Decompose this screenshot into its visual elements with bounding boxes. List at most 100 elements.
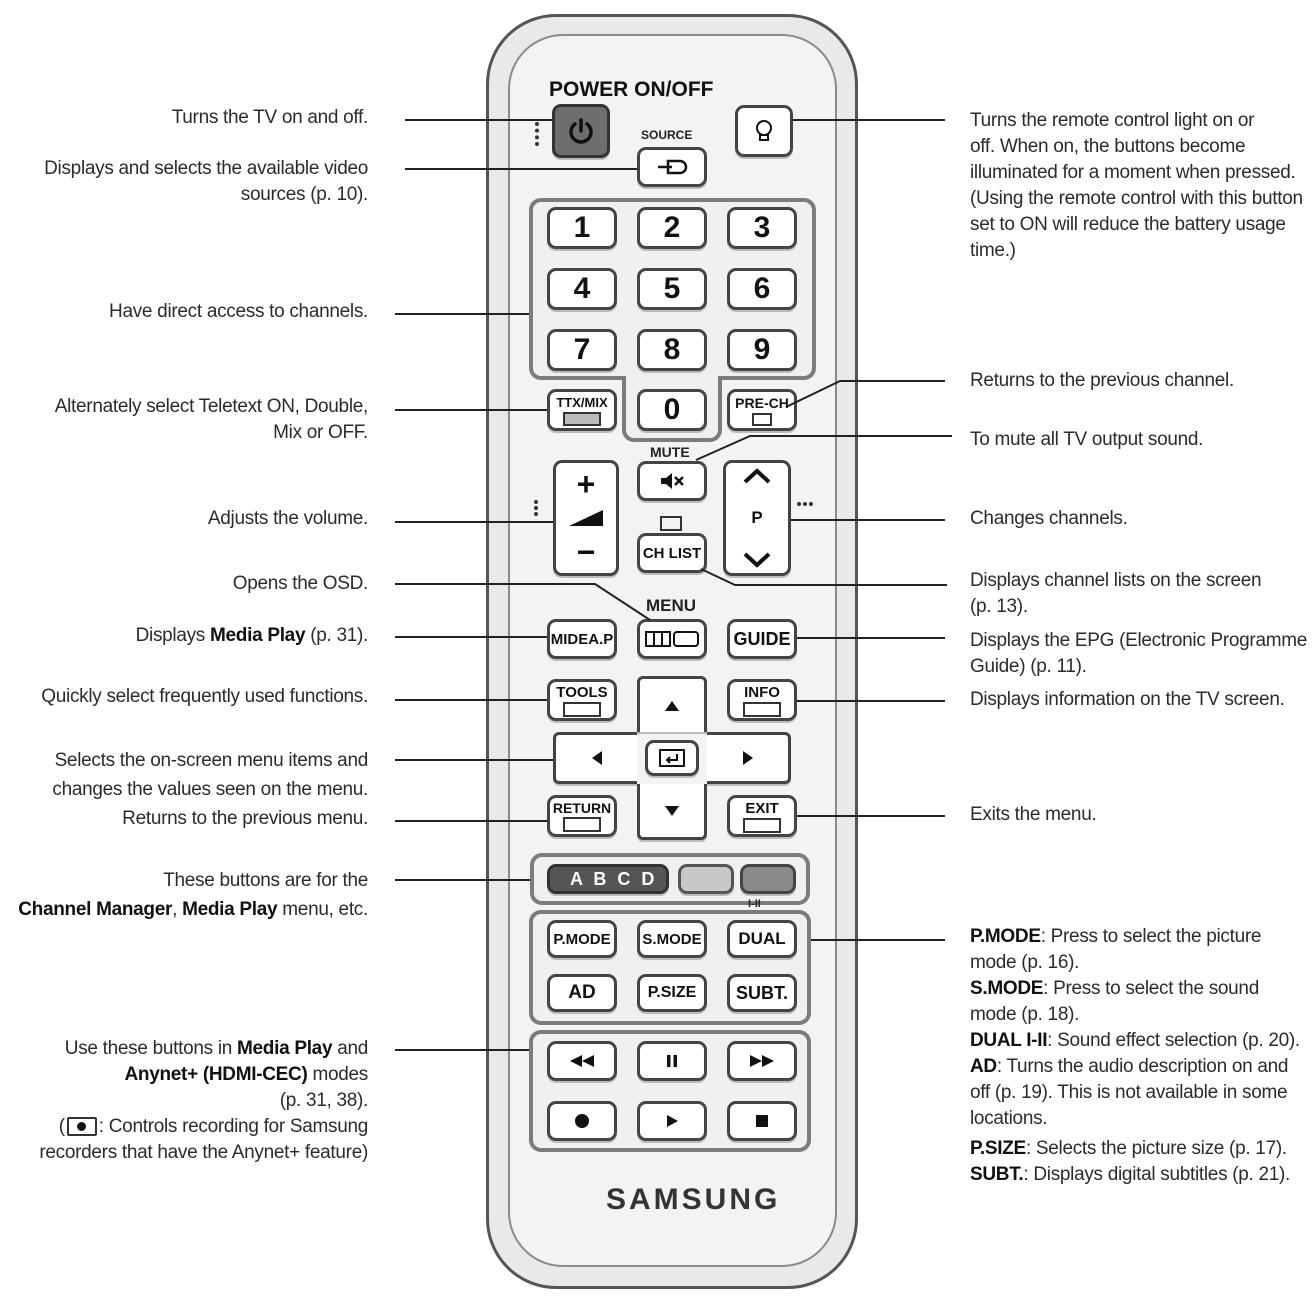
light-button[interactable]: [735, 105, 793, 157]
light-bulb-icon: [756, 120, 772, 141]
channel-rocker[interactable]: P: [723, 460, 791, 576]
volume-rocker[interactable]: + −: [553, 460, 619, 576]
note-media-line2: Anynet+ (HDMI-CEC) modes: [39, 1062, 368, 1088]
note-info: Displays information on the TV screen.: [970, 689, 1285, 710]
channel-dots: [797, 502, 813, 506]
dual-mark-label: I-II: [748, 898, 761, 910]
ch-list-icon: [660, 516, 682, 531]
pre-ch-button[interactable]: PRE-CH: [727, 389, 797, 431]
menu-button[interactable]: [637, 619, 707, 659]
dpad-down[interactable]: [637, 784, 707, 840]
note-volume: Adjusts the volume.: [207, 508, 368, 529]
leader-modes: [811, 939, 945, 941]
note-chlist-line2: (p. 13).: [970, 596, 1028, 617]
dpad-right[interactable]: [707, 732, 791, 784]
color-button-d[interactable]: [740, 864, 796, 894]
ch-list-button[interactable]: CH LIST: [637, 533, 707, 573]
note-source: Displays and selects the available video…: [44, 156, 368, 208]
volume-up[interactable]: +: [576, 466, 596, 502]
note-smode-line2: mode (p. 18).: [970, 1004, 1080, 1025]
note-mediaplay-bold: Media Play: [210, 625, 306, 646]
number-button-9[interactable]: 9: [727, 329, 797, 371]
number-button-5[interactable]: 5: [637, 268, 707, 310]
arrow-left-icon: [591, 751, 602, 765]
dpad-enter[interactable]: [645, 740, 699, 776]
note-subt-text: : Displays digital subtitles (p. 21).: [1023, 1164, 1291, 1185]
teletext-icon: [563, 411, 601, 426]
note-media-post1: and: [332, 1038, 368, 1059]
exit-icon: [743, 817, 781, 833]
guide-label: GUIDE: [733, 628, 791, 649]
subt-button[interactable]: SUBT.: [727, 974, 797, 1012]
note-source-line2: sources (p. 10).: [240, 184, 369, 205]
leader-volume: [395, 521, 553, 523]
leader-media: [395, 1049, 529, 1051]
number-button-8[interactable]: 8: [637, 329, 707, 371]
samsung-logo: SAMSUNG: [606, 1183, 781, 1216]
leader-changes-channel: [791, 519, 945, 521]
color-button-a[interactable]: A B C D: [547, 864, 669, 894]
note-smode-text: : Press to select the sound: [1043, 978, 1259, 999]
ttx-mix-button[interactable]: TTX/MIX: [547, 389, 617, 431]
note-psize-bold: P.SIZE: [970, 1138, 1026, 1159]
dpad-up[interactable]: [637, 676, 707, 732]
pause-button[interactable]: [637, 1041, 707, 1081]
tools-label: TOOLS: [556, 683, 608, 701]
mute-icon: [661, 473, 684, 489]
number-button-1[interactable]: 1: [547, 207, 617, 249]
rewind-icon: [570, 1055, 594, 1067]
pause-icon: [667, 1055, 677, 1067]
return-button[interactable]: RETURN: [547, 795, 617, 837]
note-nav-line2: changes the values seen on the menu.: [52, 779, 368, 800]
leader-exit: [797, 815, 945, 817]
leader-guide: [797, 637, 945, 639]
mute-button[interactable]: [637, 461, 707, 501]
exit-button[interactable]: EXIT: [727, 795, 797, 837]
p-size-label: P.SIZE: [647, 984, 697, 1001]
note-media-bold2: Anynet+ (HDMI-CEC): [124, 1064, 308, 1085]
note-color-mid: ,: [172, 899, 183, 920]
note-psize-line: P.SIZE: Selects the picture size (p. 17)…: [970, 1136, 1300, 1162]
number-button-0[interactable]: 0: [637, 389, 707, 431]
ad-button[interactable]: AD: [547, 974, 617, 1012]
number-button-7[interactable]: 7: [547, 329, 617, 371]
s-mode-button[interactable]: S.MODE: [637, 920, 707, 958]
p-size-button[interactable]: P.SIZE: [637, 974, 707, 1012]
fast-forward-button[interactable]: [727, 1041, 797, 1081]
leader-tools: [395, 699, 547, 701]
note-color-line1: These buttons are for the: [163, 870, 368, 891]
p-mode-button[interactable]: P.MODE: [547, 920, 617, 958]
number-button-4[interactable]: 4: [547, 268, 617, 310]
power-button[interactable]: [552, 104, 610, 158]
tools-button[interactable]: TOOLS: [547, 679, 617, 721]
note-light-line3: illuminated for a moment when pressed.: [970, 162, 1296, 183]
channel-up-icon[interactable]: [742, 467, 772, 485]
number-button-2[interactable]: 2: [637, 207, 707, 249]
stop-button[interactable]: [727, 1101, 797, 1141]
note-media-line4: (: Controls recording for Samsung: [39, 1114, 369, 1140]
dual-button[interactable]: DUAL: [727, 920, 797, 958]
note-media-paren: (: [58, 1116, 65, 1137]
rewind-button[interactable]: [547, 1041, 617, 1081]
pre-ch-label: PRE-CH: [735, 394, 789, 411]
volume-dots: [534, 500, 542, 516]
channel-down-icon[interactable]: [742, 551, 772, 569]
number-button-3[interactable]: 3: [727, 207, 797, 249]
play-button[interactable]: [637, 1101, 707, 1141]
record-button[interactable]: [547, 1101, 617, 1141]
note-light-line1: Turns the remote control light on or: [970, 110, 1255, 131]
source-button[interactable]: [637, 147, 707, 187]
dpad-left[interactable]: [553, 732, 637, 784]
guide-button[interactable]: GUIDE: [727, 619, 797, 659]
note-color-line2: Channel Manager, Media Play menu, etc.: [18, 895, 368, 924]
info-button[interactable]: INFO: [727, 679, 797, 721]
color-button-c[interactable]: [678, 864, 734, 894]
note-media-bold1: Media Play: [237, 1038, 333, 1059]
note-color-bold1: Channel Manager: [18, 899, 173, 920]
number-button-6[interactable]: 6: [727, 268, 797, 310]
note-dual-bold: DUAL I-II: [970, 1030, 1048, 1051]
leader-channels: [395, 313, 529, 315]
volume-down[interactable]: −: [576, 534, 596, 570]
media-play-button[interactable]: MIDEA.P: [547, 619, 617, 659]
note-guide-line2: Guide) (p. 11).: [970, 656, 1087, 677]
